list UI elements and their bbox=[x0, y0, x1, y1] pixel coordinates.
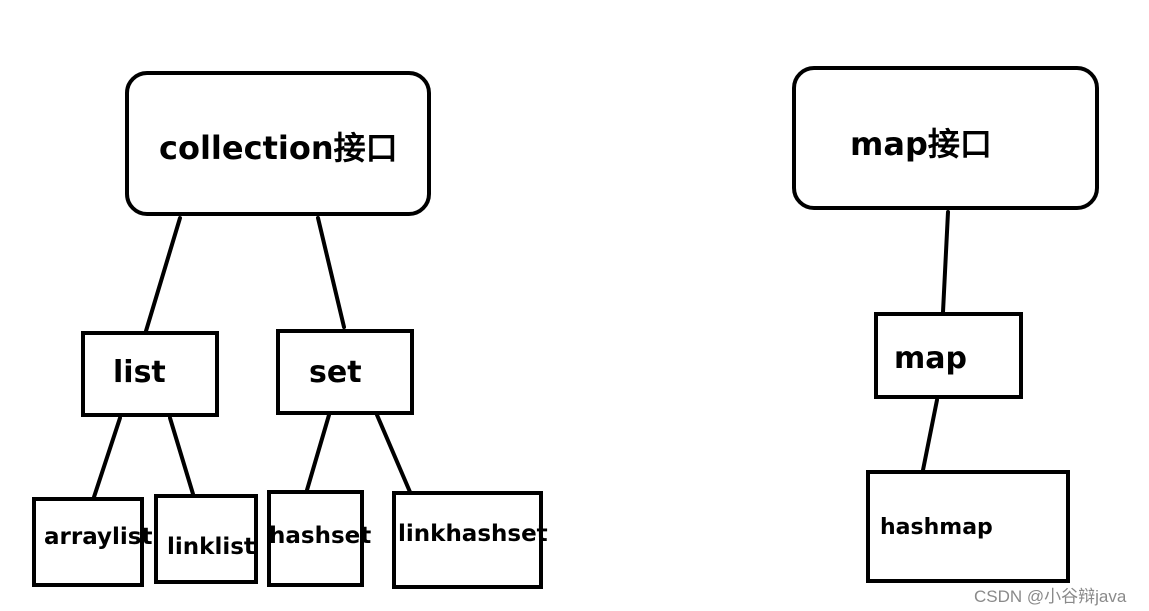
linklist-box bbox=[154, 494, 258, 584]
hashmap-box bbox=[866, 470, 1070, 583]
arraylist-label: arraylist bbox=[44, 524, 153, 550]
edge-set-hashset bbox=[305, 413, 331, 492]
edge-collection-list bbox=[144, 216, 182, 333]
edge-list-linklist bbox=[168, 416, 195, 496]
linklist-label: linklist bbox=[167, 534, 255, 560]
collection-interface-label: collection接口 bbox=[159, 129, 398, 167]
edge-set-linkhashset bbox=[375, 413, 412, 494]
hashset-label: hashset bbox=[269, 523, 372, 549]
map-interface-box bbox=[792, 66, 1099, 210]
set-label: set bbox=[309, 355, 362, 390]
collection-interface-box bbox=[125, 71, 431, 216]
linkhashset-label: linkhashset bbox=[398, 521, 548, 547]
edge-collection-set bbox=[316, 216, 346, 329]
edge-map-hashmap bbox=[921, 398, 939, 472]
hashmap-label: hashmap bbox=[880, 515, 993, 540]
map-interface-label: map接口 bbox=[850, 125, 992, 163]
list-label: list bbox=[113, 355, 166, 390]
edge-mapinterface-map bbox=[941, 210, 950, 314]
watermark-text: CSDN @小谷辩java bbox=[974, 587, 1127, 606]
list-box bbox=[81, 331, 219, 417]
set-box bbox=[276, 329, 414, 415]
linkhashset-box bbox=[392, 491, 543, 589]
arraylist-box bbox=[32, 497, 144, 587]
map-label: map bbox=[894, 341, 967, 376]
map-box bbox=[874, 312, 1023, 399]
edge-list-arraylist bbox=[92, 416, 122, 499]
hashset-box bbox=[267, 490, 364, 587]
